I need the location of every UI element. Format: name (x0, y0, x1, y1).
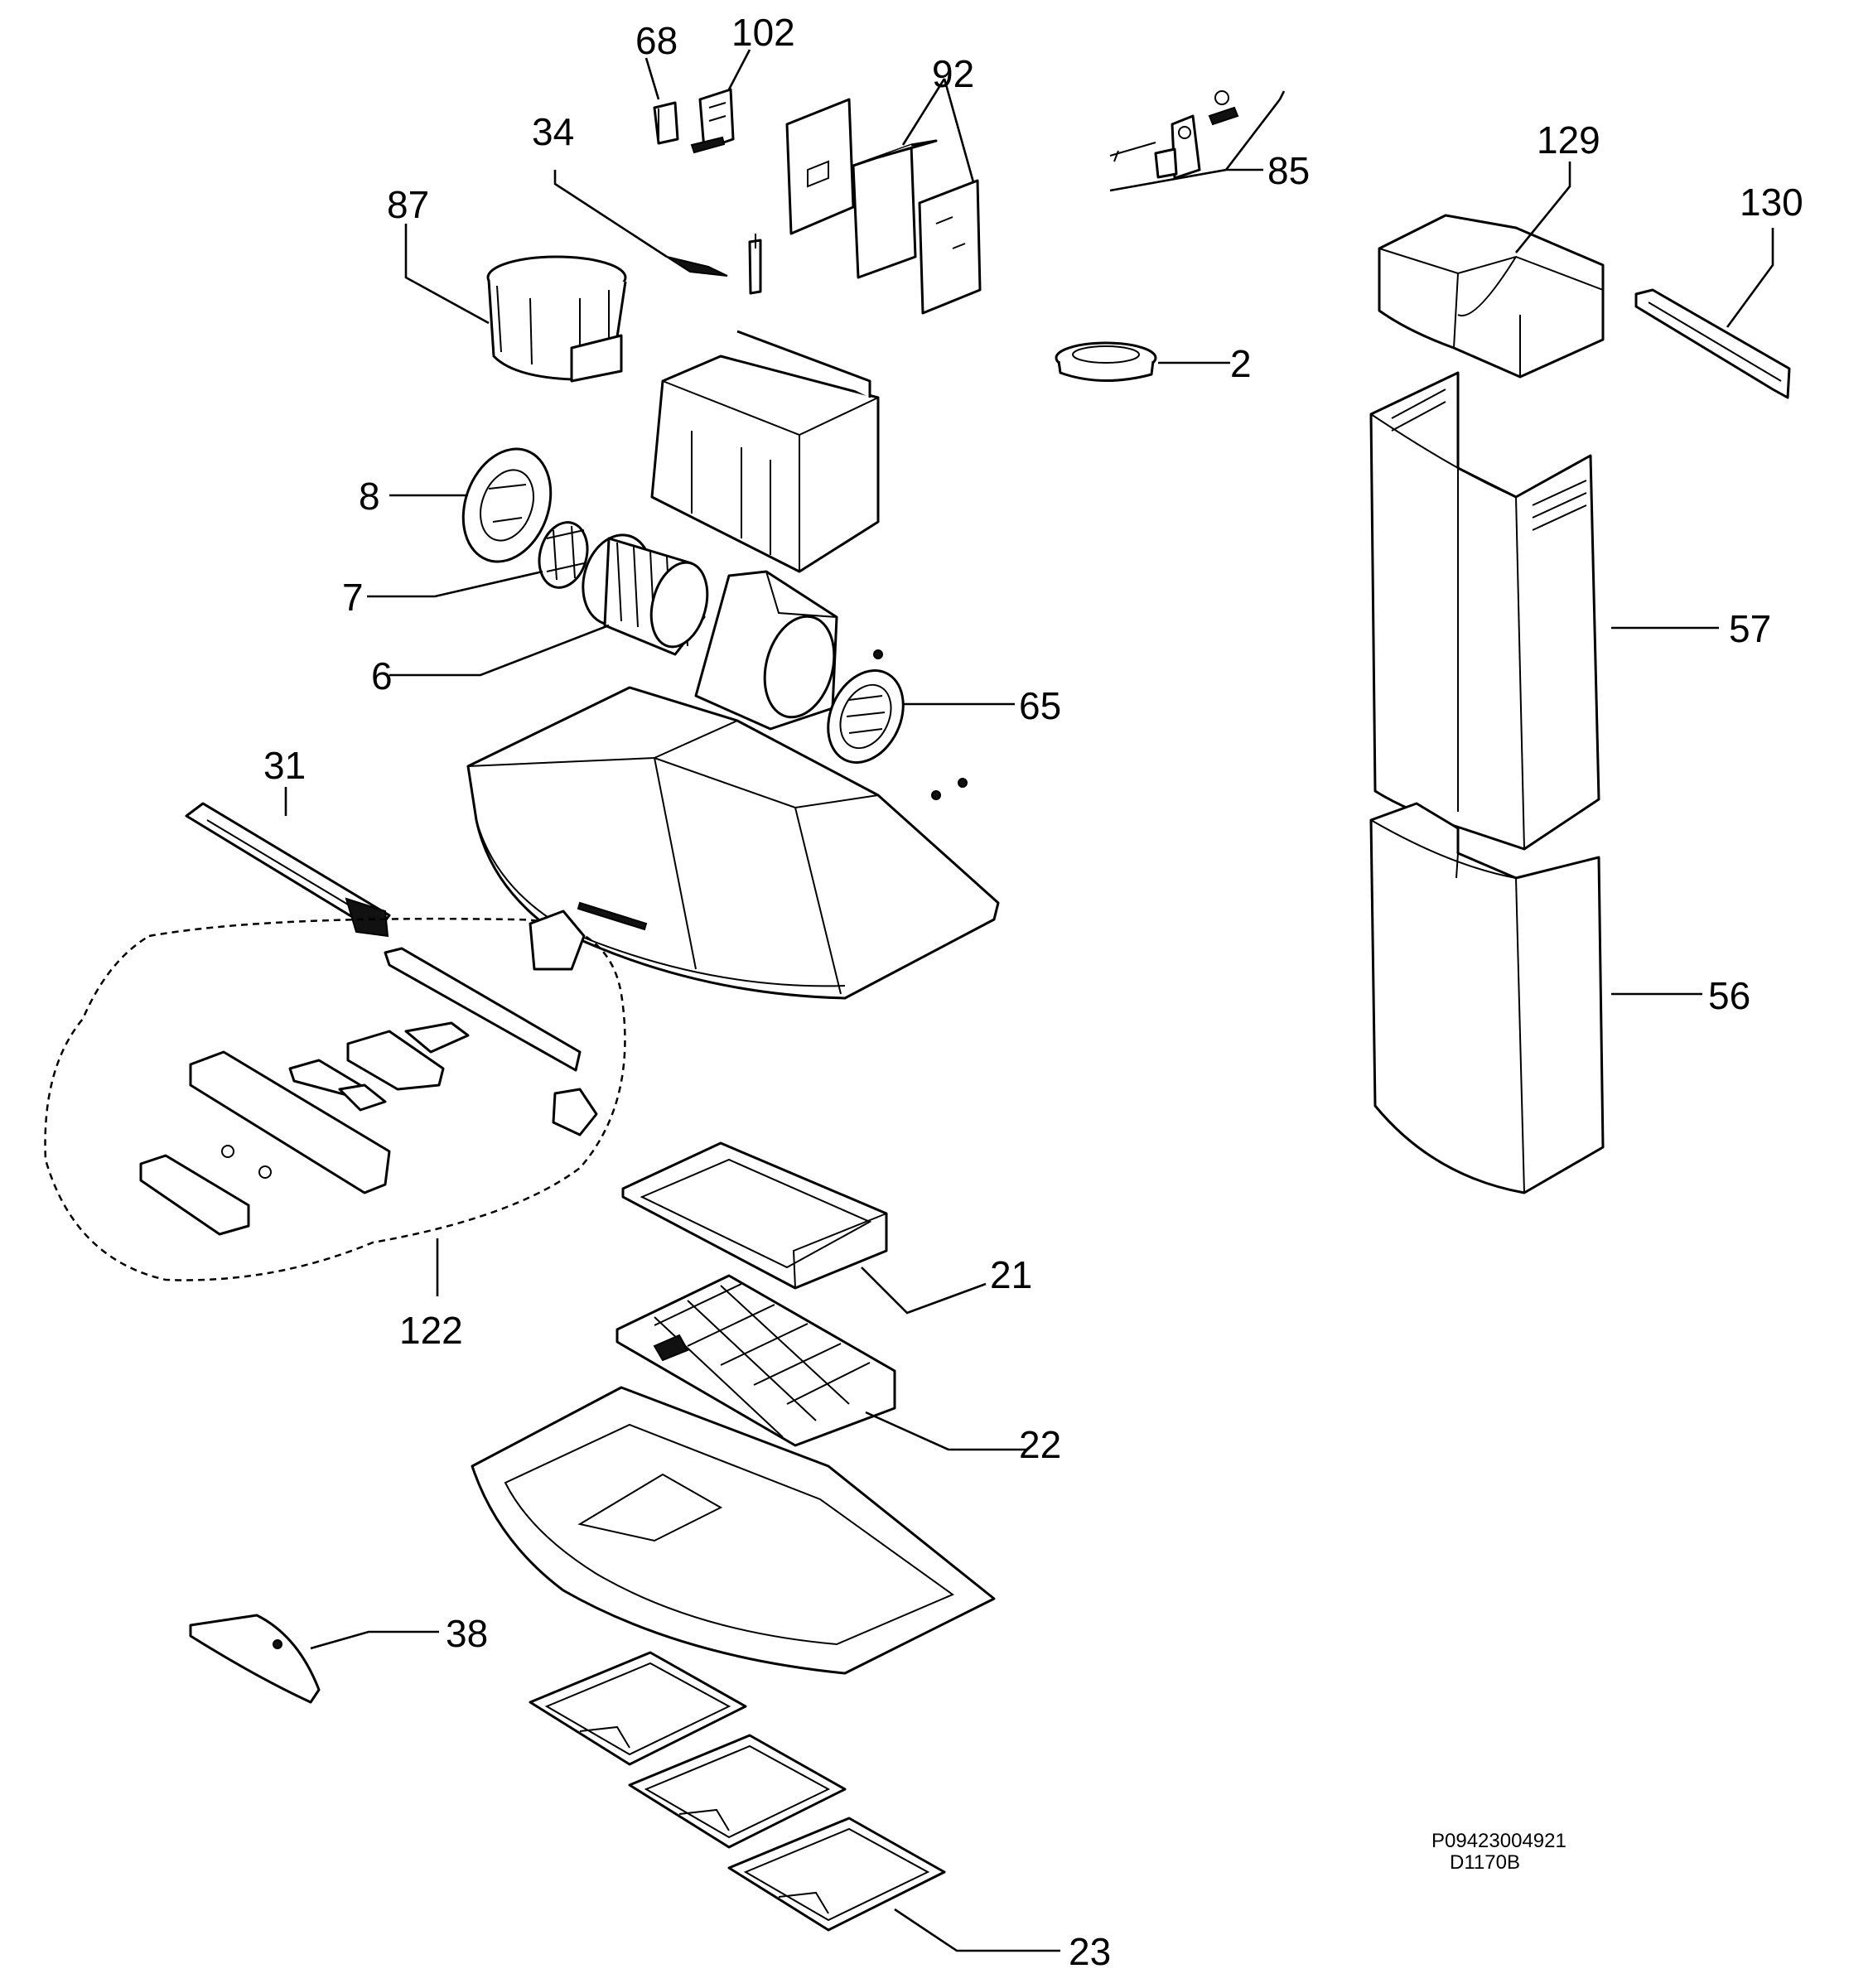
callout-57: 57 (1729, 607, 1771, 650)
part-56-drawing (1369, 802, 1605, 1194)
callout-38: 38 (446, 1612, 488, 1655)
part-130-drawing (1634, 288, 1791, 399)
part-38-drawing (189, 1614, 321, 1704)
callout-2: 2 (1230, 342, 1252, 385)
part-6-drawing (582, 533, 709, 656)
part-21-drawing (621, 1141, 888, 1290)
callout-34: 34 (532, 110, 574, 153)
callout-130: 130 (1740, 181, 1803, 224)
callout-68: 68 (635, 19, 678, 62)
callout-85: 85 (1267, 149, 1310, 192)
part-129-drawing (1378, 214, 1605, 379)
blower-scroll-drawing (694, 570, 838, 731)
drawing-code: D1170B (1450, 1851, 1520, 1874)
part-122-drawing (44, 910, 626, 1281)
part-7-drawing (538, 521, 589, 589)
callout-labels: 68 102 92 34 87 85 129 130 2 8 7 6 65 57… (263, 11, 1803, 1973)
callout-8: 8 (359, 475, 380, 518)
part-87-drawing (486, 255, 627, 383)
part-65-drawing (827, 649, 968, 800)
leader-lines (284, 49, 1774, 1952)
part-31-drawing (185, 802, 391, 938)
callout-21: 21 (990, 1253, 1032, 1296)
filter-tray-drawing (471, 1386, 996, 1675)
callout-56: 56 (1708, 974, 1750, 1017)
callout-7: 7 (342, 576, 364, 619)
callout-102: 102 (731, 11, 795, 54)
callout-6: 6 (371, 654, 393, 697)
part-102-drawing (690, 88, 735, 154)
callout-87: 87 (387, 183, 429, 226)
part-34-drawing (666, 234, 762, 295)
part-68-drawing (653, 101, 679, 145)
callout-23: 23 (1069, 1930, 1111, 1973)
part-23-drawing (529, 1651, 946, 1932)
motor-housing-drawing (650, 330, 880, 573)
callout-22: 22 (1019, 1423, 1061, 1466)
part-22-drawing (615, 1274, 896, 1447)
callout-92: 92 (932, 52, 974, 95)
part-2-drawing (1055, 341, 1157, 383)
callout-129: 129 (1537, 118, 1600, 162)
callout-122: 122 (399, 1309, 463, 1352)
callout-65: 65 (1019, 684, 1061, 727)
part-92-drawing (785, 98, 982, 315)
part-85-drawing (1109, 90, 1239, 180)
hood-body-drawing (466, 686, 1000, 1000)
document-code: P09423004921 (1431, 1830, 1566, 1852)
part-57-drawing (1369, 371, 1600, 851)
part-8-drawing (461, 447, 553, 563)
callout-31: 31 (263, 744, 306, 787)
